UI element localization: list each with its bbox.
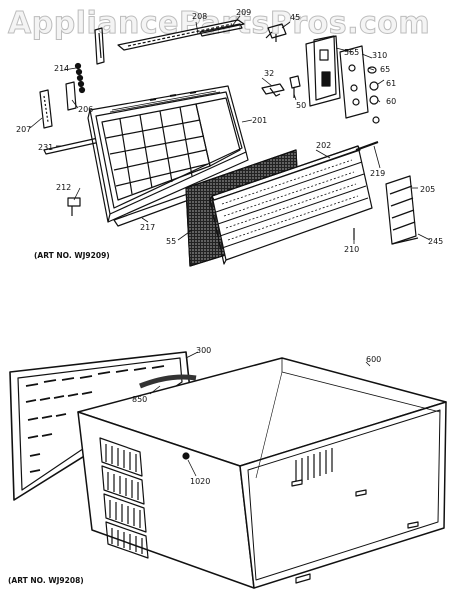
callout-205: 205	[420, 185, 435, 194]
callout-600: 600	[366, 355, 381, 364]
callout-60: 60	[386, 97, 396, 106]
control-plate-part	[339, 45, 369, 119]
louver-panel-part	[209, 145, 373, 265]
bracket-part	[94, 27, 105, 65]
callout-1020: 1020	[190, 477, 210, 486]
callout-208: 208	[192, 12, 207, 21]
switch-part	[265, 23, 287, 42]
art-number-bottom: (ART NO. WJ9208)	[8, 576, 84, 585]
callout-45: 45	[290, 13, 300, 22]
side-louver-part	[385, 175, 419, 245]
art-number-top: (ART NO. WJ9209)	[34, 251, 110, 260]
callout-245: 245	[428, 237, 443, 246]
callout-207: 207	[16, 125, 31, 134]
knob-parts	[367, 66, 380, 124]
control-box-part	[305, 35, 341, 107]
callout-202: 202	[316, 141, 331, 150]
callout-61: 61	[386, 79, 396, 88]
callout-65: 65	[380, 65, 390, 74]
callout-201: 201	[252, 116, 267, 125]
callout-219: 219	[370, 169, 385, 178]
cabinet-part	[77, 357, 447, 589]
callout-214: 214	[54, 64, 69, 73]
callout-565: 565	[344, 48, 359, 57]
thermostat-part	[261, 75, 301, 98]
callout-32: 32	[264, 69, 274, 78]
chain-part	[74, 62, 86, 94]
strip-part	[199, 23, 243, 37]
top-rail-part	[117, 19, 245, 51]
front-frame-part	[87, 85, 249, 223]
callout-310: 310	[372, 51, 387, 60]
clip-part	[65, 81, 77, 111]
screw-part	[67, 197, 81, 216]
callout-300: 300	[196, 346, 211, 355]
callout-217: 217	[140, 223, 155, 232]
callout-850: 850	[132, 395, 147, 404]
callout-206: 206	[78, 105, 93, 114]
callout-50: 50	[296, 101, 306, 110]
side-strip-part	[39, 89, 53, 129]
callout-209: 209	[236, 8, 251, 17]
callout-231: 231	[38, 143, 53, 152]
callout-210: 210	[344, 245, 359, 254]
callout-55: 55	[166, 237, 176, 246]
callout-212: 212	[56, 183, 71, 192]
